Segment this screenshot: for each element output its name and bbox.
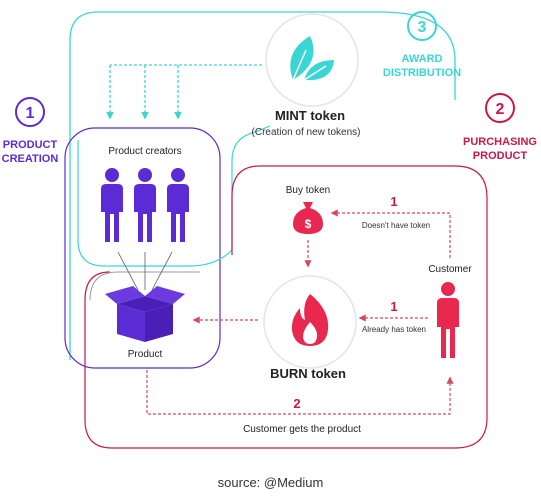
person-icon-3: [167, 168, 189, 242]
already-has-token-label: Already has token: [362, 325, 426, 334]
already-has-token-number: 1: [390, 299, 397, 314]
source-caption: source: @Medium: [217, 475, 324, 490]
doesnt-have-token-arrow: [330, 209, 451, 258]
step-2-number: 2: [496, 101, 505, 118]
product-box-icon: [105, 286, 185, 342]
mint-token-subtitle: (Creation of new tokens): [252, 127, 361, 138]
product-creation-box: [64, 127, 221, 369]
gets-product-label: Customer gets the product: [243, 424, 361, 435]
customer-person-icon: [437, 282, 459, 358]
product-creators-label: Product creators: [108, 146, 181, 157]
purchasing-loop-outline: [84, 165, 488, 449]
product-label: Product: [128, 349, 163, 360]
leaf-icon: [290, 36, 334, 81]
gets-product-number: 2: [293, 396, 300, 411]
customer-label: Customer: [428, 264, 472, 275]
creator-link-1: [117, 251, 139, 291]
mint-token-title: MINT token: [275, 108, 345, 123]
step-3-label-line2: DISTRIBUTION: [383, 67, 461, 79]
money-bag-icon: $: [293, 202, 323, 234]
doesnt-have-token-label: Doesn't have token: [362, 221, 430, 230]
step-2-label-line2: PRODUCT: [473, 150, 528, 162]
award-loop-outline: [69, 11, 456, 360]
burn-token-title: BURN token: [270, 366, 346, 381]
mint-token-circle: [265, 13, 359, 107]
step-3-number: 3: [418, 19, 427, 36]
step-2-label-line1: PURCHASING: [463, 136, 537, 148]
step-2-circle: [485, 93, 515, 123]
person-icon-1: [101, 168, 123, 242]
creators-teal-outline: [77, 125, 271, 267]
buy-token-label: Buy token: [286, 185, 330, 196]
step-1-number: 1: [26, 105, 35, 122]
step-3-circle: [407, 11, 437, 41]
customer-gets-product-arrow: [146, 370, 454, 415]
flame-icon: [291, 294, 329, 346]
step-1-circle: [15, 97, 45, 127]
creator-link-3: [151, 251, 173, 291]
token-flow-diagram: MINT token (Creation of new tokens) 3 AW…: [2, 11, 537, 449]
person-icon-2: [134, 168, 156, 242]
svg-text:$: $: [305, 217, 312, 231]
step-1-label-line1: PRODUCT: [3, 139, 58, 151]
step-3-label-line1: AWARD: [402, 53, 443, 65]
product-gray-outline: [89, 271, 200, 301]
step-1-label-line2: CREATION: [2, 153, 59, 165]
doesnt-have-token-number: 1: [390, 194, 397, 209]
